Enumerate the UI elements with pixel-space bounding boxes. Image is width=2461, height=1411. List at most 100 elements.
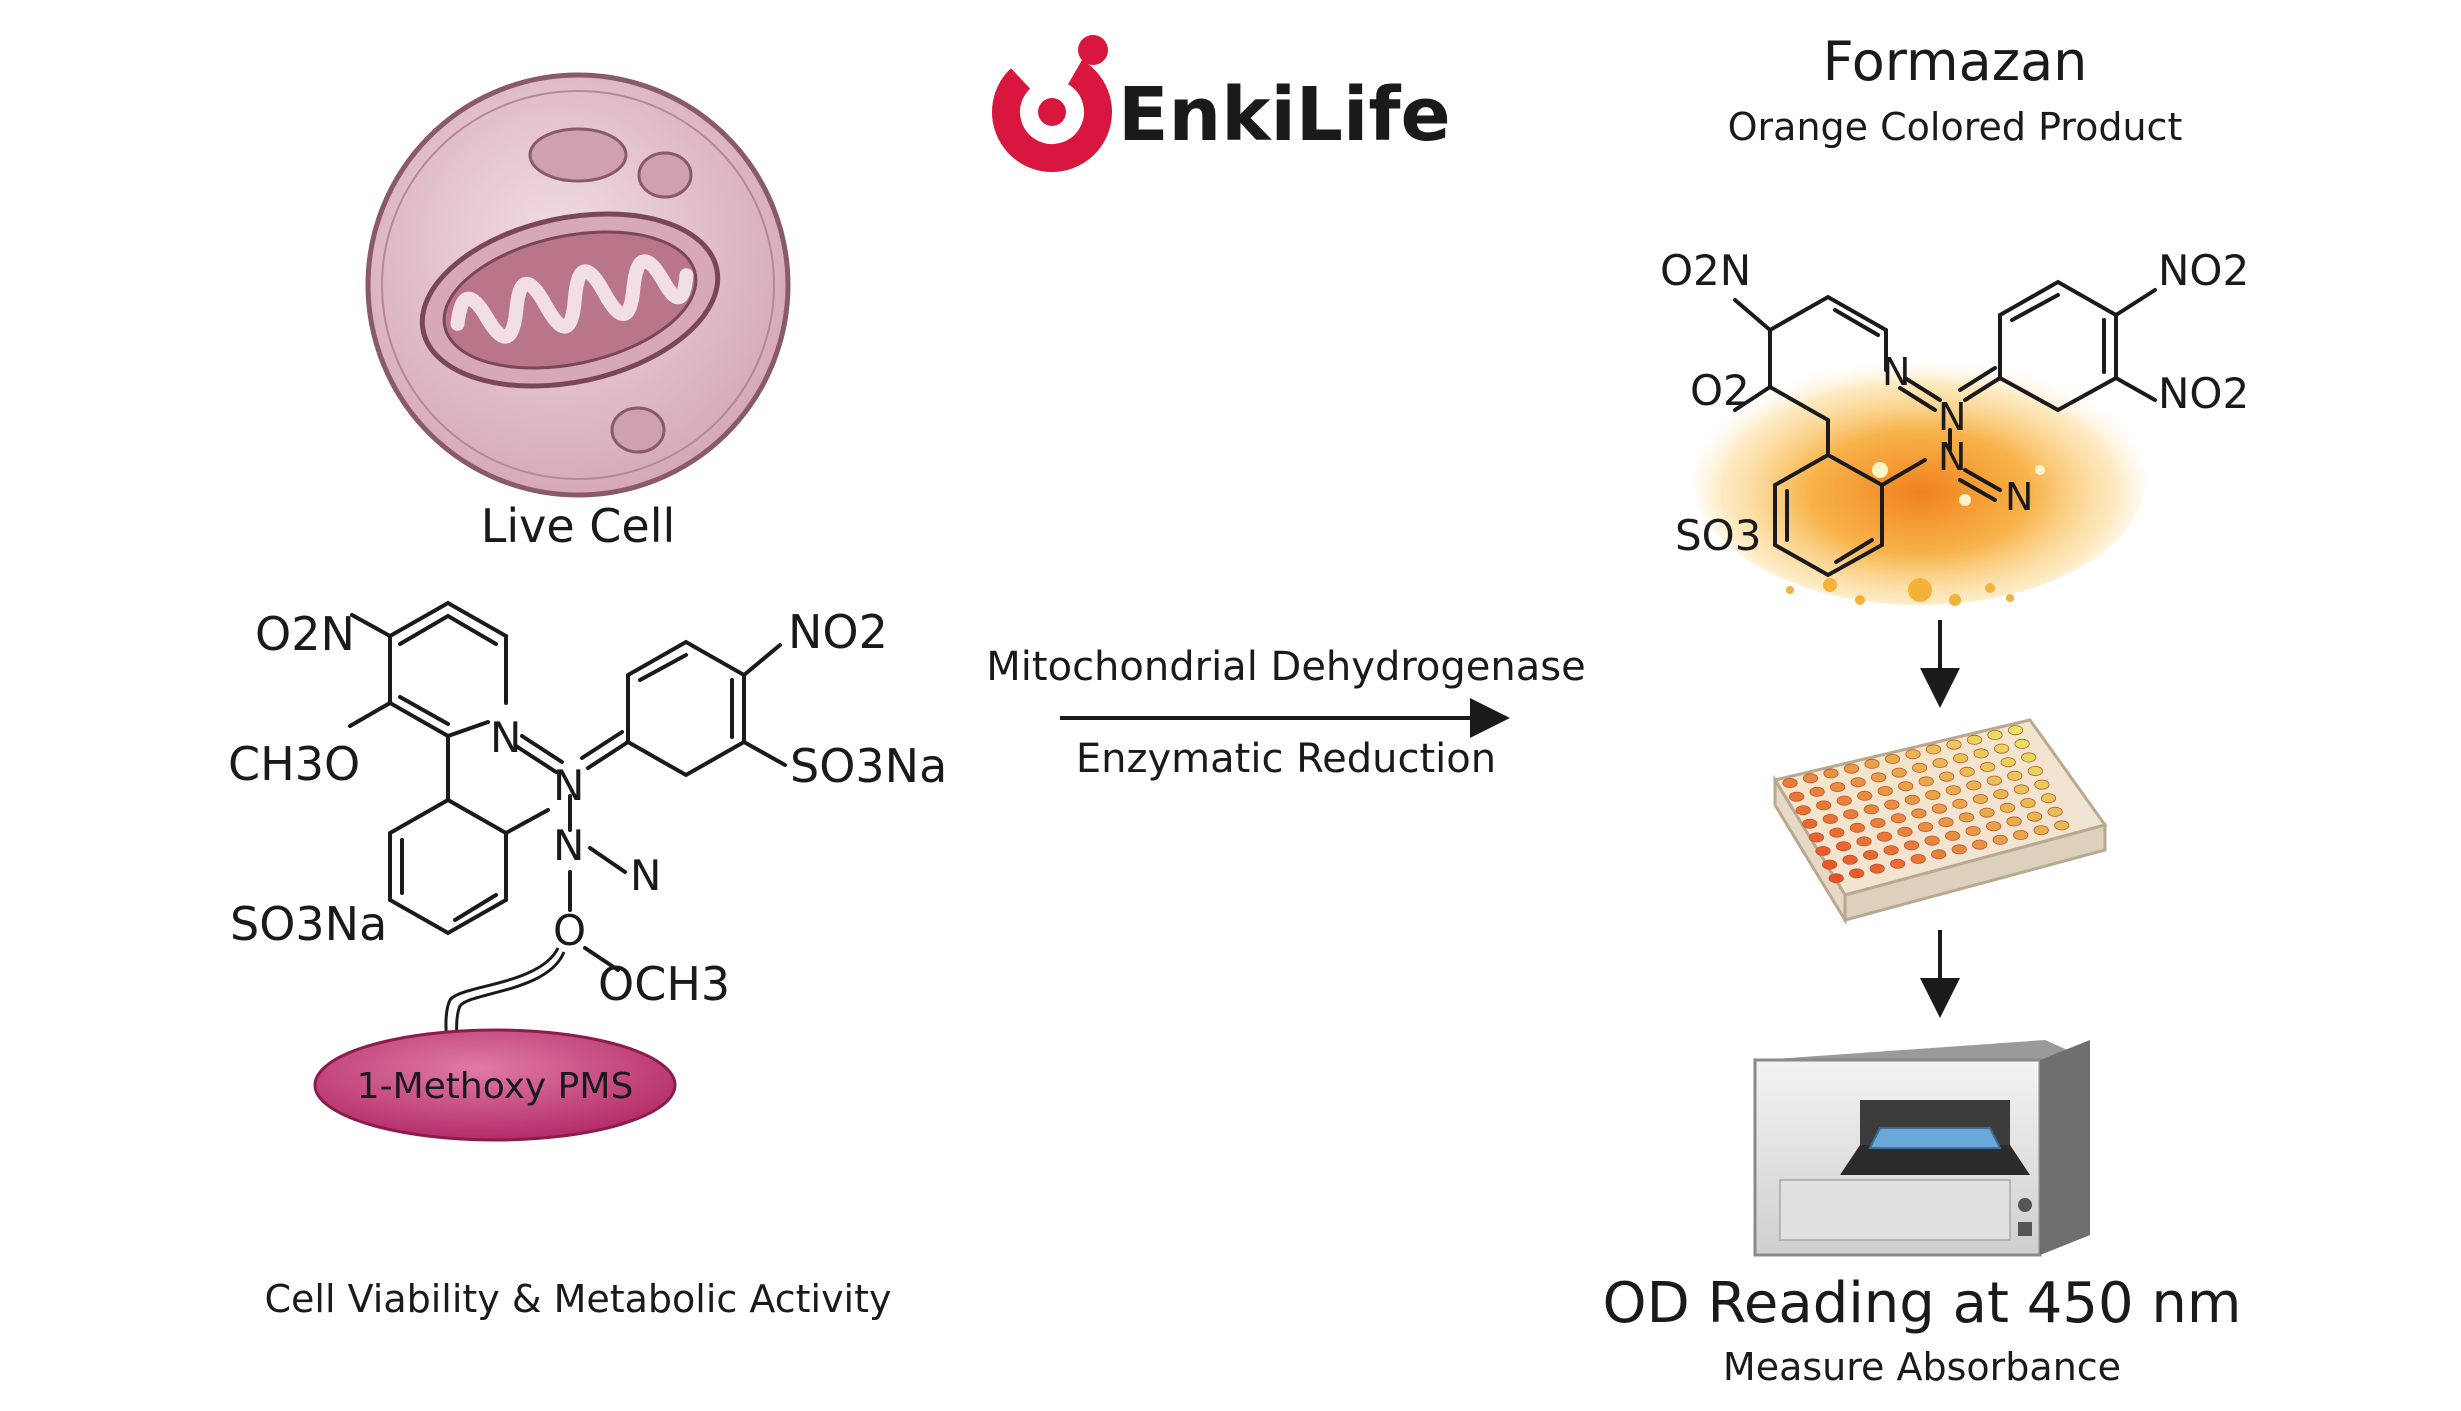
atom-o2n: O2N xyxy=(255,607,355,661)
plate-well xyxy=(1849,822,1866,833)
plate-well xyxy=(1966,780,1982,791)
plate-well xyxy=(1876,831,1893,842)
plate-well xyxy=(1898,781,1914,792)
plate-well xyxy=(1871,772,1887,783)
formazan-title: Formazan xyxy=(1823,30,2088,93)
plate-well xyxy=(1828,873,1844,884)
plate-well xyxy=(1952,798,1968,809)
atom-n-single: N xyxy=(553,821,584,870)
plate-well xyxy=(1842,854,1858,865)
atom-n-terminal: N xyxy=(630,851,661,900)
plate-well xyxy=(2000,757,2016,768)
vesicle xyxy=(610,406,666,454)
plate-well xyxy=(2033,825,2049,836)
plate-well xyxy=(1850,777,1866,788)
formazan-structure: O2N O2 NO2 NO2 SO3 N N N N xyxy=(1660,246,2249,606)
plate-well xyxy=(1994,743,2010,754)
plate-well xyxy=(1869,863,1885,874)
formazan-subtitle: Orange Colored Product xyxy=(1728,105,2183,149)
plate-well xyxy=(1972,794,1989,805)
brand-name: EnkiLife xyxy=(1118,72,1451,158)
plate-well xyxy=(1980,762,1996,773)
plate-well xyxy=(1912,762,1928,773)
atom-no2: NO2 xyxy=(788,605,888,659)
pms-label: 1-Methoxy PMS xyxy=(357,1066,634,1107)
plate-well xyxy=(1843,763,1860,774)
plate-well xyxy=(1835,841,1852,852)
plate-well xyxy=(1925,790,1941,801)
plate-well xyxy=(1808,832,1825,843)
plate-well xyxy=(1917,822,1934,833)
plate-well xyxy=(2027,766,2043,777)
plate-well xyxy=(1890,813,1907,824)
plate-well xyxy=(1843,809,1859,820)
plate-well xyxy=(1830,782,1846,793)
plate-well xyxy=(1789,791,1805,802)
plate-well xyxy=(1884,754,1901,765)
plate-well xyxy=(1883,845,1899,856)
plate-well xyxy=(1904,794,1920,805)
atom-och3: OCH3 xyxy=(598,957,730,1011)
od-reading-title: OD Reading at 450 nm xyxy=(1603,1271,2242,1336)
plate-well xyxy=(2007,725,2024,736)
bubble-dots xyxy=(1786,462,2045,606)
atom-ch3o: CH3O xyxy=(228,737,360,791)
plate-well xyxy=(1864,758,1880,769)
live-cell-label: Live Cell xyxy=(481,499,676,553)
power-button-icon xyxy=(2018,1198,2032,1212)
reader-plate xyxy=(1868,1127,2002,1149)
od-reading-subtitle: Measure Absorbance xyxy=(1723,1345,2121,1389)
plate-well xyxy=(1972,839,1988,850)
plate-well xyxy=(1822,814,1838,825)
plate-well xyxy=(1951,844,1967,855)
plate-well xyxy=(2054,820,2070,831)
plate-well xyxy=(1931,803,1948,814)
plate-well xyxy=(1945,830,1961,841)
plate-well xyxy=(1911,808,1927,819)
plate-well xyxy=(1849,868,1865,879)
plate-well xyxy=(1877,786,1893,797)
fz-atom-n2: N xyxy=(1938,395,1966,439)
plate-well xyxy=(1931,849,1947,860)
reaction-arrow: Mitochondrial Dehydrogenase Enzymatic Re… xyxy=(986,644,1585,782)
plate-well xyxy=(1986,821,2002,832)
enkilife-logo-icon xyxy=(992,35,1112,172)
plate-well xyxy=(1802,818,1818,829)
plate-well xyxy=(1782,778,1798,789)
plate-well xyxy=(2034,779,2050,790)
plate-well xyxy=(1904,840,1920,851)
plate-reader-icon xyxy=(1753,1040,2090,1257)
plate-well xyxy=(1897,826,1913,837)
plate-well xyxy=(1870,818,1886,829)
plate-well xyxy=(2021,752,2037,763)
plate-well xyxy=(1795,805,1811,816)
plate-well xyxy=(1924,835,1940,846)
mitochondrion-icon xyxy=(419,211,721,389)
plate-well xyxy=(1939,771,1955,782)
fz-atom-o2n: O2N xyxy=(1660,246,1751,295)
fz-atom-no2-top: NO2 xyxy=(2158,246,2249,295)
plate-well xyxy=(1829,827,1845,838)
arrow-label-enzyme: Mitochondrial Dehydrogenase xyxy=(986,644,1585,690)
plate-well xyxy=(1966,734,1983,745)
plate-well xyxy=(1986,775,2002,786)
plate-well xyxy=(2014,738,2030,749)
brand-logo: EnkiLife xyxy=(992,35,1451,172)
vesicle xyxy=(528,127,628,183)
atom-so3na-right: SO3Na xyxy=(790,739,947,793)
plate-well xyxy=(1802,773,1819,784)
plate-well xyxy=(1932,758,1948,769)
pms-reagent: 1-Methoxy PMS xyxy=(313,1028,677,1142)
plate-well xyxy=(1925,744,1942,755)
plate-well xyxy=(1857,790,1873,801)
fz-atom-n3: N xyxy=(1938,435,1966,479)
plate-well xyxy=(1992,834,2008,845)
plate-well xyxy=(1946,739,1962,750)
plate-well xyxy=(1993,789,2009,800)
vesicle xyxy=(637,151,693,199)
plate-well xyxy=(1891,767,1907,778)
orange-glow xyxy=(1695,355,2145,605)
fz-atom-so3: SO3 xyxy=(1675,511,1761,560)
arrow-label-reduction: Enzymatic Reduction xyxy=(1076,736,1496,782)
